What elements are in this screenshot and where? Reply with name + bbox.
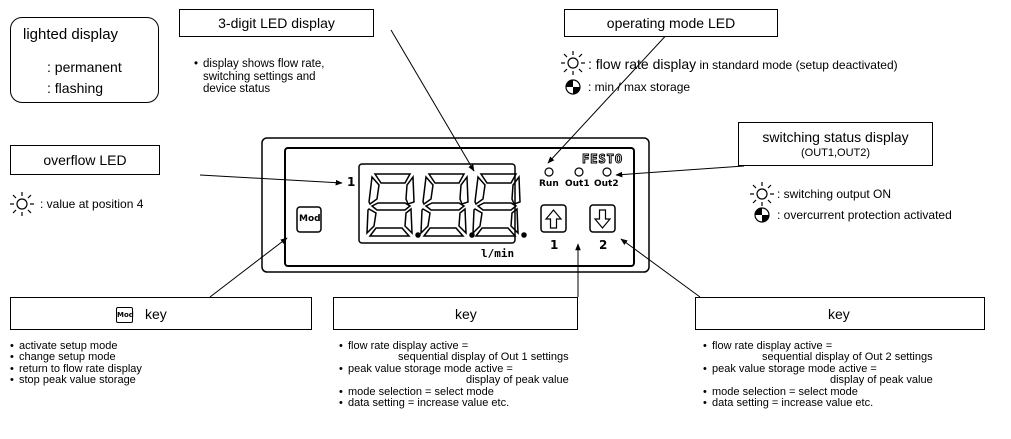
overflow-title: overflow LED bbox=[43, 152, 127, 168]
mod-key-list: •activate setup mode •change setup mode … bbox=[10, 340, 142, 387]
run-led-label: Run bbox=[539, 179, 559, 189]
lighted-display-title: lighted display bbox=[23, 26, 119, 43]
mod-key-icon: Mod bbox=[116, 307, 134, 323]
list-item: •display shows flow rate, bbox=[194, 58, 325, 70]
lighted-display-box: lighted display : permanent : flashing bbox=[10, 17, 159, 103]
out2-led-label: Out2 bbox=[594, 179, 619, 189]
list-item: •activate setup mode bbox=[10, 340, 118, 352]
list-item: display of peak value bbox=[830, 374, 933, 387]
sun-icon bbox=[750, 182, 774, 206]
down-key-box: key bbox=[695, 297, 985, 330]
up-key-title: key bbox=[455, 306, 477, 322]
list-item: •mode selection = select mode bbox=[339, 385, 494, 398]
digit-3 bbox=[472, 173, 527, 238]
overflow-box: overflow LED bbox=[10, 145, 160, 175]
mod-key-device[interactable] bbox=[296, 206, 322, 233]
overflow-digit: 1 bbox=[347, 175, 356, 189]
sun-icon bbox=[10, 192, 34, 216]
list-item: •return to flow rate display bbox=[10, 362, 142, 375]
key-number-2: 2 bbox=[599, 238, 608, 252]
mod-key-icon-label: Mod bbox=[117, 311, 134, 319]
led-display-desc: •display shows flow rate, switching sett… bbox=[194, 58, 324, 96]
sun-icon bbox=[561, 51, 585, 75]
list-item: •change setup mode bbox=[10, 351, 116, 364]
switching-status-title: switching status display bbox=[762, 129, 909, 145]
out1-led bbox=[574, 167, 584, 177]
list-item: •data setting = increase value etc. bbox=[339, 397, 510, 410]
switching-status-box: switching status display (OUT1,OUT2) bbox=[738, 122, 933, 166]
flashing-icon bbox=[565, 79, 581, 95]
overflow-desc: : value at position 4 bbox=[40, 197, 144, 211]
down-key-title: key bbox=[828, 306, 850, 322]
digit-1 bbox=[366, 173, 421, 238]
operating-mode-line2: : min / max storage bbox=[588, 80, 691, 94]
operating-mode-line1: : flow rate display in standard mode (se… bbox=[588, 56, 898, 74]
list-item: •flow rate display active = bbox=[703, 340, 833, 352]
flashing-label: : flashing bbox=[47, 80, 104, 96]
run-led bbox=[544, 167, 554, 177]
list-item: •mode selection = select mode bbox=[703, 385, 858, 398]
permanent-label: : permanent bbox=[47, 59, 122, 75]
up-key-box: key bbox=[333, 297, 578, 330]
list-item: sequential display of Out 1 settings bbox=[398, 351, 569, 364]
down-key-list: •flow rate display active = sequential d… bbox=[703, 340, 933, 410]
switching-status-subtitle: (OUT1,OUT2) bbox=[800, 147, 871, 159]
digit-2 bbox=[420, 173, 475, 238]
operating-mode-line1-a: : flow rate display bbox=[588, 56, 697, 72]
mod-key-label: Mod bbox=[299, 214, 321, 224]
up-key-list: •flow rate display active = sequential d… bbox=[339, 340, 569, 410]
list-item: •peak value storage mode active = bbox=[339, 362, 513, 375]
list-item: display of peak value bbox=[466, 374, 569, 387]
list-item: •stop peak value storage bbox=[10, 374, 136, 387]
list-item: switching settings and bbox=[203, 70, 316, 83]
out2-led bbox=[602, 167, 612, 177]
up-arrow-icon bbox=[544, 209, 563, 229]
list-item: •peak value storage mode active = bbox=[703, 362, 877, 375]
operating-mode-box: operating mode LED bbox=[564, 9, 778, 37]
operating-mode-title: operating mode LED bbox=[606, 15, 736, 31]
down-arrow-icon bbox=[593, 209, 612, 229]
flashing-icon bbox=[754, 207, 770, 223]
switching-status-line1: : switching output ON bbox=[777, 187, 892, 201]
led-display-box: 3-digit LED display bbox=[179, 9, 374, 37]
led-display-title: 3-digit LED display bbox=[218, 15, 335, 31]
list-item: •flow rate display active = bbox=[339, 340, 469, 352]
list-item: sequential display of Out 2 settings bbox=[762, 351, 933, 364]
key-number-1: 1 bbox=[550, 238, 559, 252]
mod-key-box: Mod key bbox=[10, 297, 312, 330]
mod-key-title: key bbox=[145, 306, 167, 322]
callout-lines bbox=[199, 29, 745, 298]
brand-logo: FESTO bbox=[581, 152, 624, 167]
out1-led-label: Out1 bbox=[565, 179, 590, 189]
list-item: device status bbox=[203, 83, 271, 95]
switching-status-line2: : overcurrent protection activated bbox=[777, 208, 952, 222]
unit-label: l/min bbox=[481, 247, 515, 260]
list-item: •data setting = increase value etc. bbox=[703, 397, 874, 410]
operating-mode-line1-b: in standard mode (setup deactivated) bbox=[696, 58, 898, 72]
